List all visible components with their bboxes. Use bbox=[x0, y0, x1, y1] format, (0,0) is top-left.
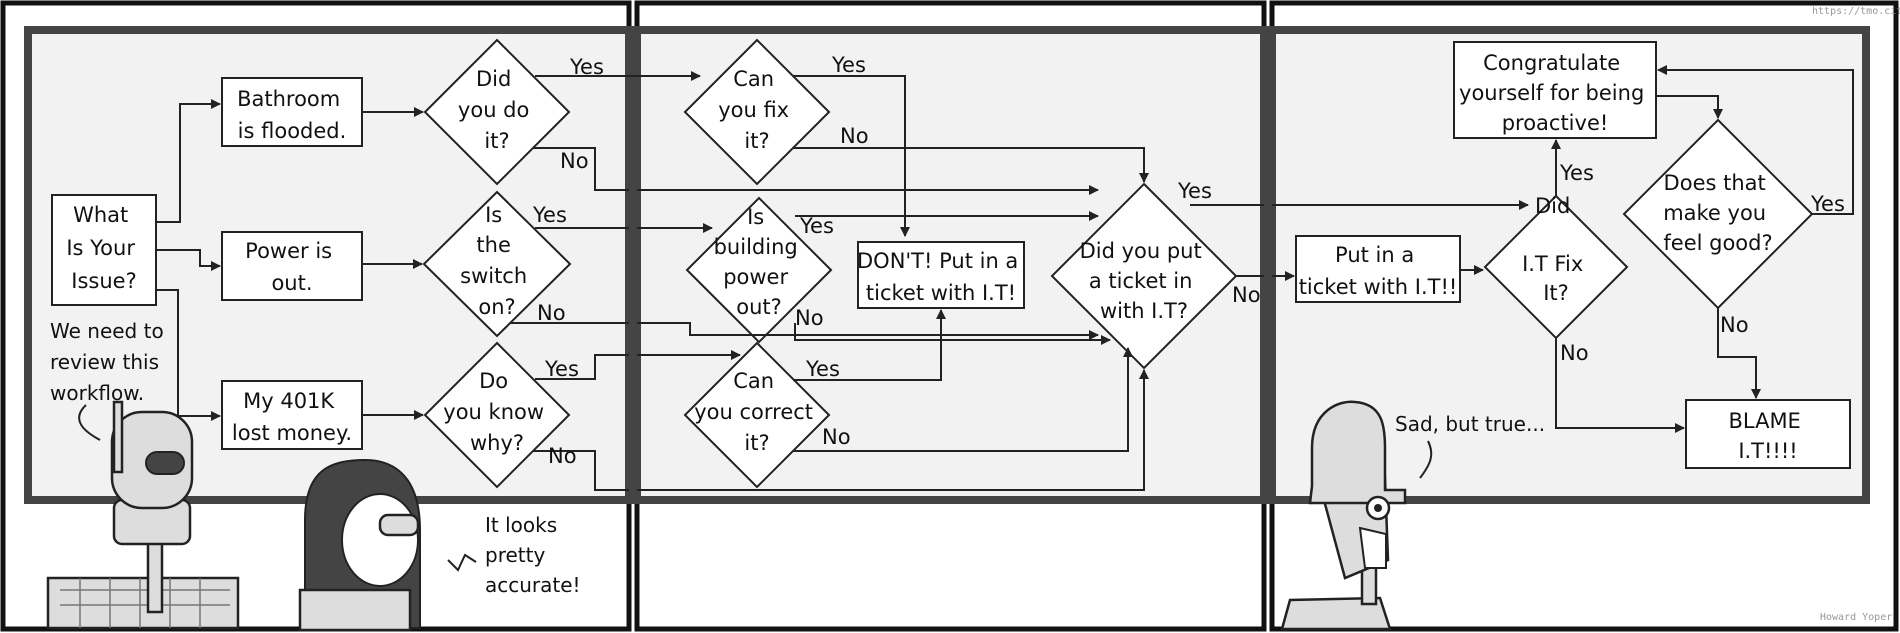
power-box bbox=[221, 231, 363, 301]
dont-box bbox=[857, 241, 1025, 309]
power-text: Power is out. bbox=[245, 239, 339, 295]
arrow-start-power bbox=[156, 249, 221, 271]
congrats-text: Congratulate yourself for being proactiv… bbox=[1459, 51, 1651, 135]
robot-right-helmet bbox=[1308, 400, 1407, 505]
label-p3-no-1: No bbox=[1560, 341, 1589, 365]
label-p2-no-1: No bbox=[840, 124, 869, 148]
edge-feel-yes bbox=[1657, 65, 1854, 215]
label-p2-no-4: No bbox=[1232, 283, 1261, 307]
label-p2-no-2: No bbox=[795, 306, 824, 330]
bathroom-box bbox=[221, 77, 363, 147]
building-power-text: Is building power out? bbox=[714, 205, 805, 319]
edge-building-no bbox=[794, 323, 1111, 345]
edge-why-no-through bbox=[637, 369, 1149, 491]
label-no-2: No bbox=[537, 301, 566, 325]
body bbox=[298, 588, 412, 632]
label-no-1: No bbox=[560, 149, 589, 173]
label-no-3: No bbox=[548, 444, 577, 468]
switch-on-text: Is the switch on? bbox=[460, 203, 534, 319]
speech-tail-sad bbox=[1419, 440, 1433, 479]
desk-grid bbox=[60, 578, 230, 628]
edge-congrats-feel bbox=[1656, 95, 1723, 119]
blame-box bbox=[1685, 399, 1851, 469]
congrats-box bbox=[1453, 41, 1657, 139]
speech-tail-right bbox=[447, 553, 477, 572]
edge-why-yes bbox=[535, 354, 629, 380]
robot-right bbox=[1280, 400, 1407, 631]
diamond-ticket bbox=[1050, 182, 1238, 370]
signature: Howard Yoper bbox=[1820, 612, 1892, 623]
label-p2-yes-3: Yes bbox=[805, 357, 840, 381]
label-p3-yes-1: Yes bbox=[1559, 161, 1594, 185]
edge-fix-yes bbox=[793, 75, 910, 237]
401k-box bbox=[221, 380, 363, 450]
label-yes-3: Yes bbox=[544, 357, 579, 381]
edge-fix-no bbox=[793, 147, 1149, 183]
blame-text: BLAME I.T!!!! bbox=[1728, 409, 1807, 463]
it-fix-text: Did I.T Fix It? bbox=[1522, 194, 1590, 305]
edge-fix-no bbox=[1555, 338, 1685, 433]
label-p2-no-3: No bbox=[822, 425, 851, 449]
feel-good-text: Does that make you feel good? bbox=[1663, 171, 1773, 255]
put-ticket-box bbox=[1295, 235, 1461, 303]
dont-text: DON'T! Put in a ticket with I.T! bbox=[857, 249, 1025, 305]
robot-left-antenna bbox=[112, 400, 124, 474]
label-p2-yes-4: Yes bbox=[1177, 179, 1212, 203]
start-box bbox=[51, 194, 157, 306]
edge-did-no bbox=[533, 147, 629, 191]
goggles bbox=[378, 513, 420, 537]
edge-why-no bbox=[533, 450, 629, 491]
can-correct-text: Can you correct it? bbox=[694, 369, 819, 455]
edge-correct-no bbox=[793, 347, 1133, 452]
label-p2-yes-1: Yes bbox=[831, 53, 866, 77]
label-p2-yes-2: Yes bbox=[799, 214, 834, 238]
speech-right: It looks pretty accurate! bbox=[485, 513, 581, 597]
robot-left-neck bbox=[146, 538, 164, 614]
speech-tail-left bbox=[78, 404, 101, 441]
ticket-text: Did you put a ticket in with I.T? bbox=[1080, 239, 1209, 323]
did-you-do-it-text: Did you do it? bbox=[458, 67, 536, 153]
know-why-text: Do you know why? bbox=[443, 369, 550, 455]
robot-right-body bbox=[1280, 596, 1392, 631]
edge-feel-no bbox=[1717, 308, 1761, 399]
bathroom-text: Bathroom is flooded. bbox=[237, 87, 347, 143]
put-ticket-text: Put in a ticket with I.T!! bbox=[1299, 243, 1458, 299]
face bbox=[341, 493, 419, 587]
edge-correct-yes bbox=[793, 309, 946, 381]
401k-text: My 401K lost money. bbox=[232, 389, 352, 445]
robot-left-desk bbox=[46, 576, 240, 630]
label-yes-2: Yes bbox=[532, 203, 567, 227]
label-p3-yes-2: Yes bbox=[1810, 192, 1845, 216]
can-fix-text: Can you fix it? bbox=[718, 67, 796, 153]
robot-left-visor bbox=[145, 451, 185, 475]
speech-sad: Sad, but true... bbox=[1395, 412, 1545, 436]
start-text: What Is Your Issue? bbox=[66, 203, 141, 293]
robot-right-mouth bbox=[1358, 526, 1387, 569]
robot-right-pupil bbox=[1374, 504, 1382, 512]
robot-left bbox=[46, 400, 240, 630]
diamond-switch-on bbox=[422, 190, 572, 338]
speech-left: We need to review this workflow. bbox=[50, 319, 170, 405]
label-p3-no-2: No bbox=[1720, 313, 1749, 337]
watermark: https://tmo.city bbox=[1812, 6, 1900, 17]
diamond-building-power bbox=[685, 196, 833, 344]
character-hooded bbox=[298, 458, 421, 632]
arrow-start-bathroom bbox=[156, 99, 221, 223]
edge-switch-no-through bbox=[637, 322, 1099, 340]
label-yes-1: Yes bbox=[569, 55, 604, 79]
arrow-start-401k bbox=[156, 289, 221, 421]
